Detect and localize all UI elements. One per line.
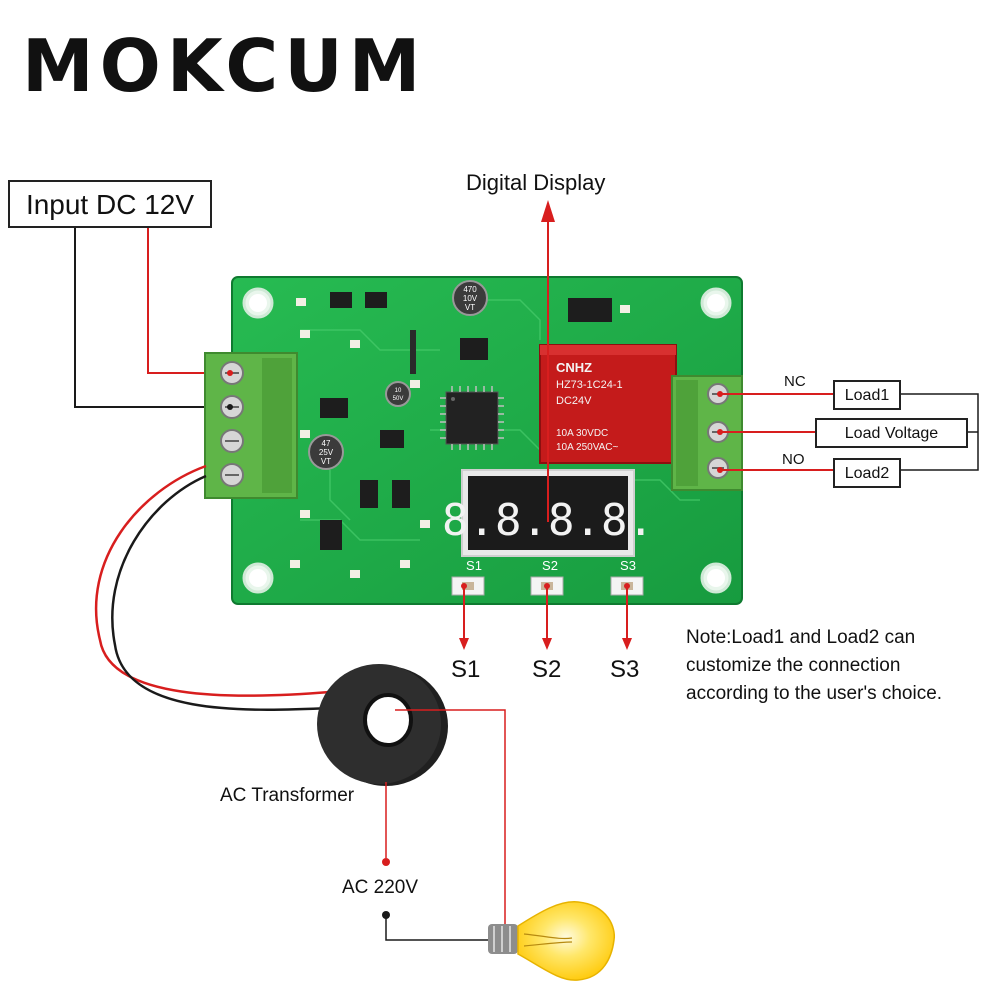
- relay-brand: CNHZ: [556, 360, 592, 375]
- microcontroller-chip: [440, 386, 504, 450]
- button-s2-silk: S2: [542, 558, 558, 573]
- digital-display-label: Digital Display: [466, 170, 606, 195]
- relay-rating-dc: 10A 30VDC: [556, 428, 608, 439]
- relay: CNHZ HZ73-1C24-1 DC24V 10A 30VDC 10A 250…: [539, 344, 677, 464]
- cap-mid-label-1: 10: [395, 388, 402, 394]
- brand-logo: MOKCUM: [22, 24, 427, 108]
- load1-label: Load1: [833, 380, 901, 410]
- ac-wiring: [382, 709, 506, 941]
- capacitor-small: 470 10V VT: [452, 280, 488, 316]
- pcb-board: 470 10V VT 10 50V 47 25V VT CNHZ HZ73-1C…: [231, 276, 743, 605]
- no-label: NO: [782, 451, 805, 468]
- smd-components: [290, 292, 630, 578]
- transformer-cable-red: [94, 464, 331, 697]
- input-terminal-block: [204, 352, 298, 499]
- cap-big-label-1: 47: [322, 439, 331, 448]
- cap-small-label-1: 470: [463, 285, 477, 294]
- note-line-1: Note:Load1 and Load2 can: [686, 627, 916, 648]
- cap-big-label-3: VT: [321, 457, 331, 466]
- relay-rating-ac: 10A 250VAC~: [556, 442, 619, 453]
- transformer-cable-black: [111, 474, 333, 711]
- s3-label: S3: [610, 656, 640, 683]
- s1-label: S1: [451, 656, 481, 683]
- note-line-2: customize the connection: [686, 655, 901, 676]
- display-arrow: [541, 200, 555, 522]
- cap-small-label-2: 10V: [463, 294, 478, 303]
- load2-label: Load2: [833, 458, 901, 488]
- ac-220v-label: AC 220V: [342, 877, 419, 898]
- nc-label: NC: [784, 373, 806, 390]
- cap-small-label-3: VT: [465, 303, 475, 312]
- current-transformer: [317, 664, 448, 786]
- input-black-leader: [74, 228, 230, 408]
- cap-mid-label-2: 50V: [393, 396, 404, 402]
- load-wiring: [717, 391, 979, 473]
- input-dc-label: Input DC 12V: [8, 180, 212, 228]
- ac-transformer-label: AC Transformer: [220, 785, 355, 806]
- note-text: Note:Load1 and Load2 can customize the c…: [686, 624, 998, 708]
- capacitor-big: 47 25V VT: [308, 434, 344, 470]
- button-s1[interactable]: S1: [451, 558, 485, 596]
- mounting-holes: [242, 287, 732, 594]
- relay-model: HZ73-1C24-1: [556, 379, 623, 391]
- button-arrows: [459, 583, 632, 650]
- note-line-3: according to the user's choice.: [686, 683, 943, 704]
- digital-display: 8.8.8.8.: [442, 469, 654, 557]
- capacitor-mid: 10 50V: [385, 381, 411, 407]
- relay-coil: DC24V: [556, 395, 592, 407]
- load-voltage-label: Load Voltage: [815, 418, 968, 448]
- input-red-leader: [147, 228, 230, 374]
- light-bulb-icon: [488, 901, 616, 981]
- button-s3-silk: S3: [620, 558, 636, 573]
- s2-label: S2: [532, 656, 562, 683]
- cap-big-label-2: 25V: [319, 448, 334, 457]
- button-s1-silk: S1: [466, 558, 482, 573]
